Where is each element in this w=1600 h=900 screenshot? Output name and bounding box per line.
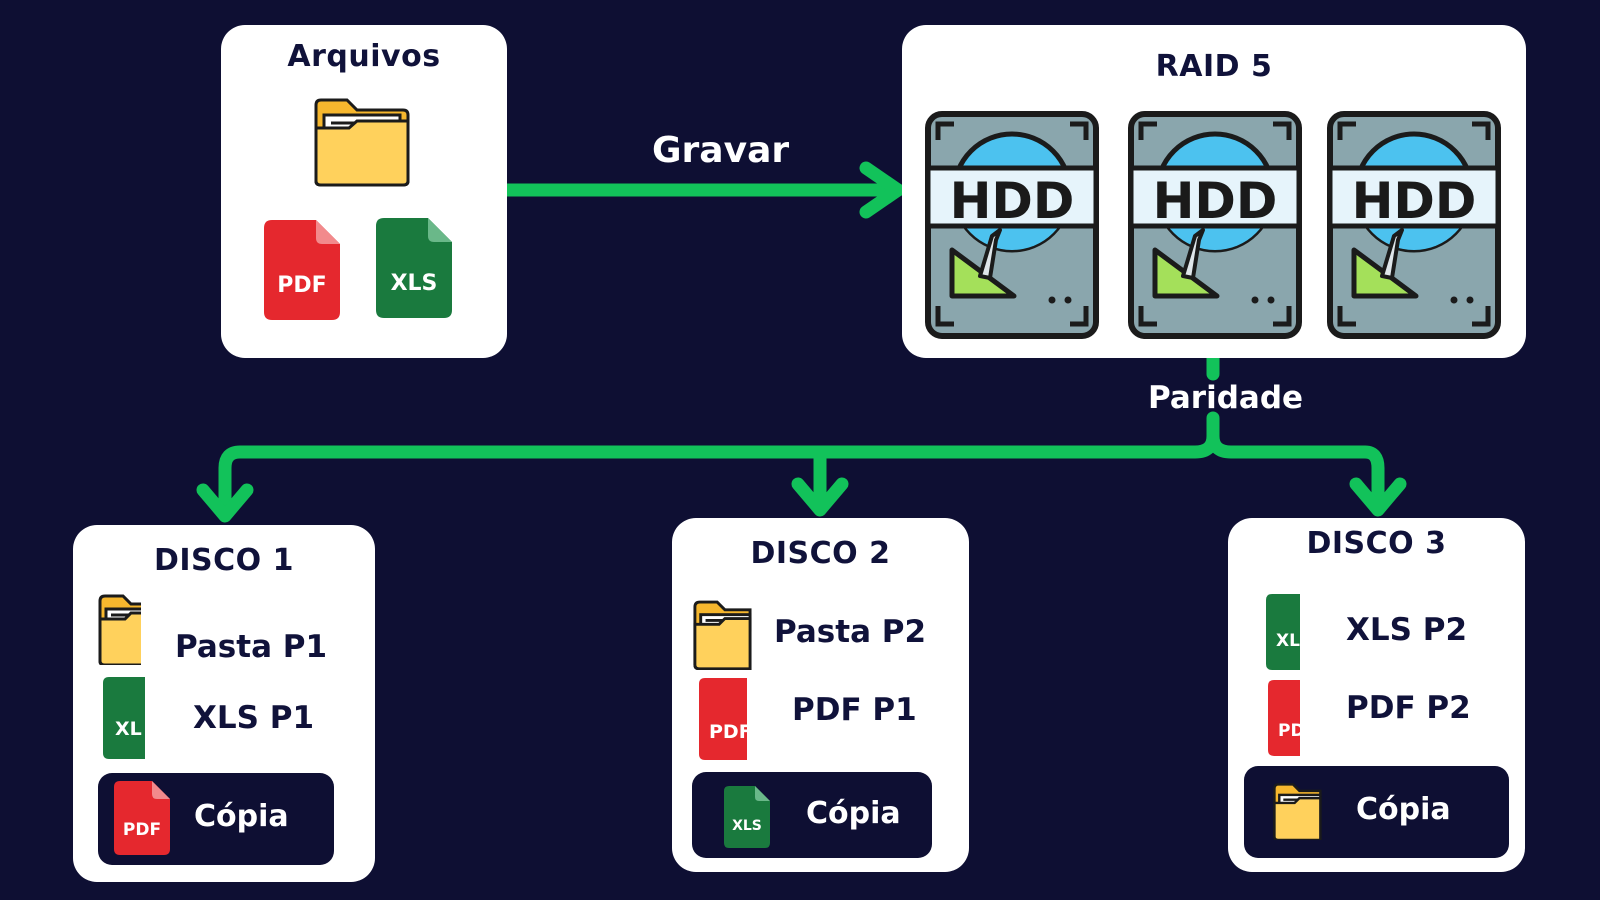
raid-card: RAID 5 HDD HDD HDD	[902, 25, 1526, 358]
xls-file-icon: XL	[103, 677, 145, 759]
disk-card-3: DISCO 3 XL XLS P2 PD PDF P2 Cópia	[1228, 518, 1525, 872]
disk-3-row-2: PDF P2	[1346, 690, 1471, 726]
source-title: Arquivos	[287, 39, 441, 74]
disk-1-row-1: Pasta P1	[175, 629, 328, 665]
hdd-icon-2: HDD	[1127, 110, 1303, 340]
disk-1-row-2: XLS P1	[193, 700, 315, 736]
copy-label-3: Cópia	[1356, 792, 1451, 827]
arrowhead-disk1	[196, 483, 254, 523]
pdf-clip-text: PD	[1278, 721, 1300, 741]
hdd-label-2: HDD	[1153, 172, 1278, 230]
hdd-label-1: HDD	[950, 172, 1075, 230]
xls-file-icon: XL	[1266, 594, 1300, 670]
hdd-label-3: HDD	[1352, 172, 1477, 230]
disk-title-2: DISCO 2	[750, 536, 891, 571]
copy-label-2: Cópia	[806, 796, 901, 831]
arrowhead-disk2	[791, 477, 849, 517]
branch-left	[218, 429, 1220, 522]
raid-title: RAID 5	[1155, 49, 1273, 84]
branch-right	[1206, 429, 1385, 515]
xls-file-icon: XLS	[724, 786, 770, 848]
folder-icon	[314, 98, 410, 187]
write-arrowhead	[859, 161, 905, 219]
folder-icon	[98, 594, 141, 665]
copy-block-2: XLS Cópia	[692, 772, 932, 858]
pdf-file-icon: PDF	[699, 678, 747, 760]
source-card: Arquivos PDF XLS	[221, 25, 507, 358]
write-label: Gravar	[652, 130, 790, 171]
hdd-icon-3: HDD	[1326, 110, 1502, 340]
disk-title-3: DISCO 3	[1306, 526, 1447, 561]
pdf-file-icon: PD	[1268, 680, 1300, 756]
hdd-icon-1: HDD	[924, 110, 1100, 340]
pdf-file-icon: PDF	[264, 220, 340, 320]
parity-label: Paridade	[1148, 380, 1304, 416]
arrowhead-disk3	[1349, 477, 1407, 517]
disk-2-row-1: Pasta P2	[774, 614, 927, 650]
disk-card-2: DISCO 2 Pasta P2 PDF PDF P1 XLS Cópia	[672, 518, 969, 872]
folder-icon	[1273, 783, 1322, 840]
disk-2-row-2: PDF P1	[792, 692, 917, 728]
xls-badge-text: XLS	[391, 271, 438, 296]
copy-1-badge: PDF	[123, 820, 161, 840]
copy-block-1: PDF Cópia	[98, 773, 334, 865]
pdf-badge-text: PDF	[277, 273, 326, 298]
xls-clip-text: XL	[1276, 631, 1300, 651]
pdf-file-icon: PDF	[114, 781, 170, 855]
copy-block-3: Cópia	[1244, 766, 1509, 858]
disk-card-1: DISCO 1 Pasta P1 XL XLS P1 PDF Cópia	[73, 525, 375, 882]
copy-2-badge: XLS	[732, 818, 762, 834]
folder-icon	[693, 600, 752, 670]
copy-label-1: Cópia	[194, 799, 289, 834]
disk-3-row-1: XLS P2	[1346, 612, 1468, 648]
pdf-clip-text: PDF	[709, 721, 747, 743]
disk-title-1: DISCO 1	[153, 543, 294, 578]
xls-clip-text: XL	[115, 718, 142, 740]
xls-file-icon: XLS	[376, 218, 452, 318]
